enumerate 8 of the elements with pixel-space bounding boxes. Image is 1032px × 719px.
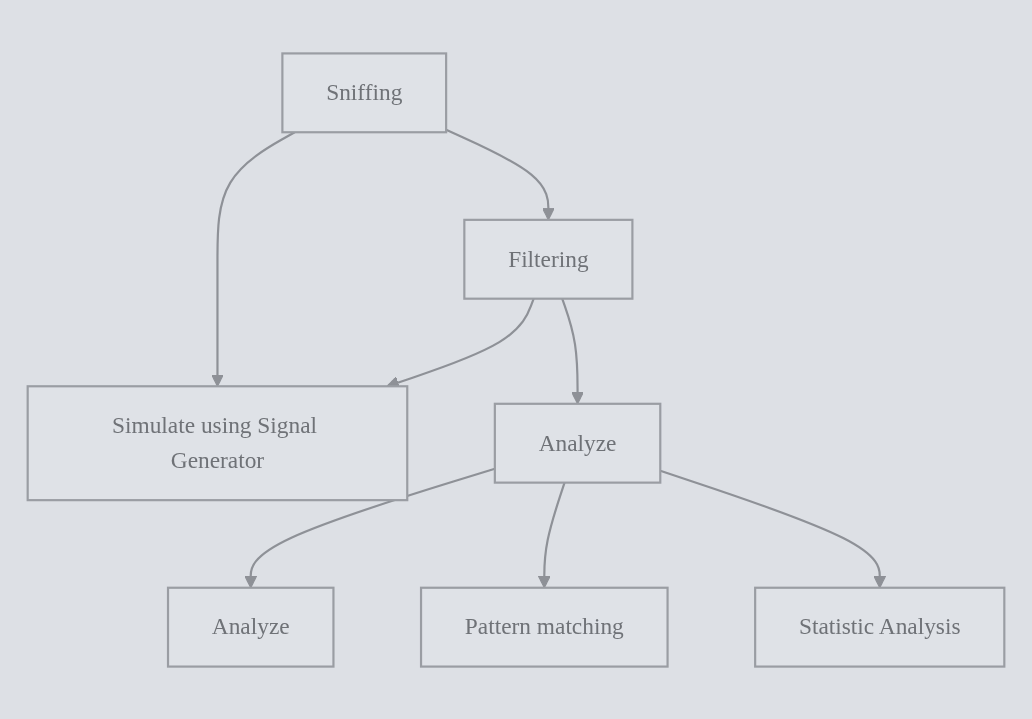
node-box: Pattern matching <box>419 586 669 668</box>
node-box: Simulate using Signal Generator <box>26 384 409 501</box>
node-box: Sniffing <box>281 51 448 133</box>
arrow <box>445 128 555 220</box>
node-box: Filtering <box>463 218 634 300</box>
node-box: Statistic Analysis <box>754 586 1006 668</box>
node-box: Analyze <box>166 586 335 668</box>
node-box: Analyze <box>493 402 662 484</box>
